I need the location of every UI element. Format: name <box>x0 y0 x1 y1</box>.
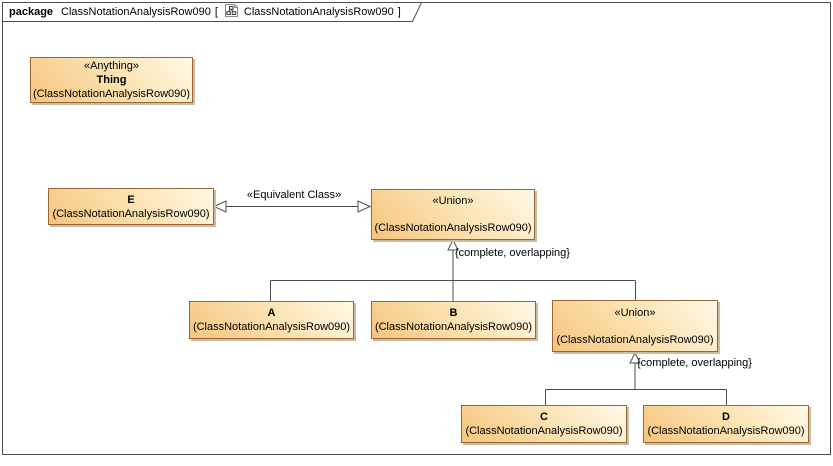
constraint-label-1[interactable]: {complete, overlapping} <box>455 247 570 259</box>
frame-open-bracket: [ <box>214 5 218 18</box>
generalization-tree-2[interactable] <box>545 351 727 405</box>
constraint-label-2[interactable]: {complete, overlapping} <box>637 357 752 369</box>
class-package: (ClassNotationAnalysisRow090) <box>556 333 714 346</box>
class-name: E <box>127 193 135 206</box>
class-box-union2[interactable]: «Union» (ClassNotationAnalysisRow090) <box>552 300 718 352</box>
class-package: (ClassNotationAnalysisRow090) <box>192 321 351 333</box>
class-box-b[interactable]: B (ClassNotationAnalysisRow090) <box>371 301 536 339</box>
class-name: D <box>722 411 730 423</box>
class-package: (ClassNotationAnalysisRow090) <box>52 207 210 220</box>
class-name <box>372 208 534 221</box>
class-name: A <box>267 307 276 319</box>
class-box-a[interactable]: A (ClassNotationAnalysisRow090) <box>189 301 354 339</box>
class-box-union1[interactable]: «Union» (ClassNotationAnalysisRow090) <box>371 189 535 240</box>
class-box-thing[interactable]: «Anything» Thing (ClassNotationAnalysisR… <box>30 57 193 103</box>
stereotype-label: «Anything» <box>83 60 140 72</box>
class-package: (ClassNotationAnalysisRow090) <box>374 222 532 234</box>
class-name: B <box>449 307 458 319</box>
frame-header[interactable]: package ClassNotationAnalysisRow090 [ Cl… <box>2 2 414 21</box>
frame-kind-label: package <box>9 5 54 18</box>
class-package: (ClassNotationAnalysisRow090) <box>374 321 533 333</box>
frame-close-bracket: ] <box>397 5 401 18</box>
class-box-d[interactable]: D (ClassNotationAnalysisRow090) <box>643 405 809 443</box>
generalization-tree-1[interactable] <box>270 238 636 301</box>
equivalent-class-label[interactable]: «Equivalent Class» <box>246 189 342 201</box>
class-package: (ClassNotationAnalysisRow090) <box>647 425 805 437</box>
frame-diagram-name: ClassNotationAnalysisRow090 <box>243 5 394 18</box>
arrowhead-right <box>357 200 372 213</box>
class-package: (ClassNotationAnalysisRow090) <box>32 88 191 100</box>
stereotype-label: «Union» <box>614 306 656 319</box>
class-box-c[interactable]: C (ClassNotationAnalysisRow090) <box>461 405 627 443</box>
class-box-e[interactable]: E (ClassNotationAnalysisRow090) <box>48 188 214 225</box>
class-name <box>553 320 717 333</box>
arrowhead-left <box>212 200 227 213</box>
class-name: Thing <box>96 74 127 86</box>
stereotype-label: «Union» <box>432 195 474 207</box>
class-name: C <box>540 411 548 423</box>
class-diagram-icon <box>224 3 239 21</box>
equivalent-class-edge[interactable] <box>212 200 372 213</box>
frame-header-tab-shape[interactable] <box>2 2 423 22</box>
class-package: (ClassNotationAnalysisRow090) <box>465 425 623 437</box>
frame-package-name: ClassNotationAnalysisRow090 <box>61 5 211 18</box>
